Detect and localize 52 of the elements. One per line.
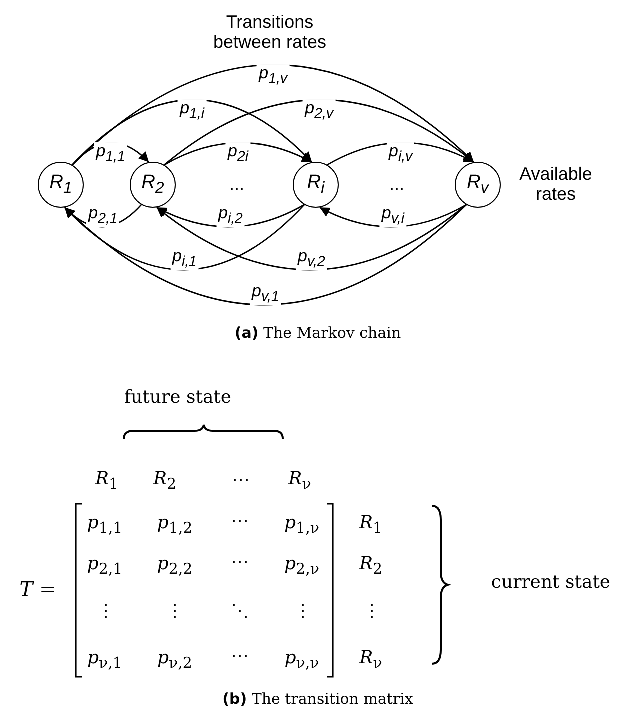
row-label: R$_{ν}$ [360, 648, 382, 672]
state-name: R$_{2}$ [142, 172, 164, 198]
equation-label: T = [20, 578, 56, 600]
ellipsis: ⋱ [231, 602, 249, 622]
state-circle [38, 162, 84, 208]
caption: (b) The transition matrix [222, 690, 414, 708]
column-header: R$_{1}$ [95, 469, 119, 493]
state-circle [455, 162, 501, 208]
ellipsis: ⋯ [231, 647, 249, 667]
transition-arrow [72, 64, 475, 166]
matrix-entry: p$_{1,ν}$ [284, 513, 320, 537]
transition-arrow [164, 99, 474, 166]
row-label: R$_{1}$ [359, 513, 383, 537]
column-header: R$_{ν}$ [288, 469, 312, 493]
column-header: ⋯ [232, 471, 250, 491]
state-name: R$_{1}$ [50, 172, 72, 198]
matrix-entry: p$_{ν,1}$ [88, 648, 122, 672]
caption: (a) The Markov chain [234, 324, 402, 342]
ellipsis: ⋯ [231, 512, 249, 532]
column-header: R$_{2}$ [153, 469, 177, 493]
ellipsis: ⋮ [363, 602, 381, 622]
edge-label: p$_{1,i}$ [178, 100, 206, 122]
state-circle [293, 162, 339, 208]
matrix-entry: p$_{ν,2}$ [158, 648, 192, 672]
ellipsis: ... [390, 175, 404, 195]
edge-label: p$_{2,v}$ [303, 100, 336, 122]
row-label: R$_{2}$ [359, 554, 383, 578]
matrix-entry: p$_{1,1}$ [87, 513, 123, 537]
annotation-text: Available rates [518, 165, 594, 205]
matrix-entry: p$_{1,2}$ [157, 513, 193, 537]
edge-label: p$_{i,v}$ [386, 142, 415, 166]
state-name: R$_{i}$ [307, 172, 325, 198]
matrix-entry: p$_{2,1}$ [87, 554, 123, 578]
edge-label: p$_{1,1}$ [94, 142, 128, 166]
annotation-text: Transitions between rates [212, 13, 328, 53]
transition-arrow [64, 204, 467, 306]
transition-arrow [156, 204, 467, 271]
matrix-entry: p$_{2,ν}$ [284, 554, 320, 578]
ellipsis: ... [230, 175, 244, 195]
matrix-entry: p$_{ν,ν}$ [284, 648, 320, 672]
annotation-text: future state [124, 388, 232, 408]
matrix-entry: p$_{2,2}$ [157, 554, 193, 578]
state-circle [130, 162, 176, 208]
annotation-text: current state [491, 573, 611, 593]
transition-arrow [72, 99, 313, 166]
ellipsis: ⋯ [231, 553, 249, 573]
state-name: R$_{v}$ [467, 172, 489, 198]
transition-arrow [64, 204, 305, 271]
ellipsis: ⋮ [166, 602, 184, 622]
edge-label: p$_{1,v}$ [257, 64, 290, 88]
ellipsis: ⋮ [294, 602, 312, 622]
ellipsis: ⋮ [97, 602, 115, 622]
